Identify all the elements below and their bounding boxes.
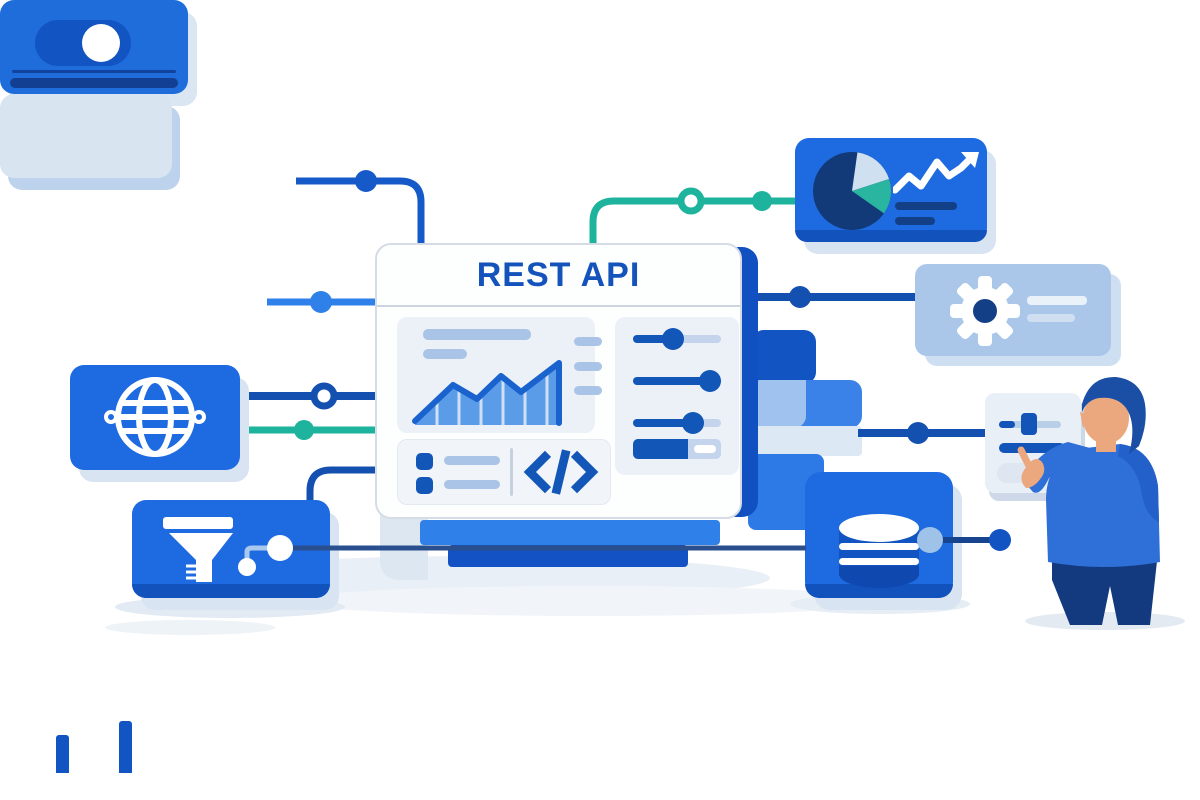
- gear-icon: [950, 276, 1020, 346]
- mini-slider-knob: [1021, 413, 1037, 435]
- area-chart-card: [397, 317, 595, 433]
- connector-dot: [752, 191, 772, 211]
- bar: [35, 749, 48, 773]
- connector-dot: [789, 286, 811, 308]
- connector-ring-dot: [677, 187, 705, 215]
- bar-chart-band: [10, 78, 178, 88]
- area-chart-icon: [412, 360, 562, 426]
- stack-slab-light: [748, 426, 862, 456]
- text-line-placeholder: [574, 337, 602, 346]
- list-bullet: [416, 477, 433, 494]
- ground-shadow-database: [790, 594, 970, 614]
- ground-shadow-center-2: [290, 586, 890, 616]
- connector-dot: [355, 170, 377, 192]
- person-hair: [1082, 376, 1146, 454]
- panel-base-slab-1: [420, 520, 720, 545]
- text-line-placeholder: [423, 329, 531, 340]
- text-line-placeholder: [444, 456, 500, 465]
- connector-ring-dot: [310, 382, 338, 410]
- rest-api-panel: REST API: [375, 243, 742, 519]
- text-line-placeholder: [1027, 314, 1075, 322]
- progress-bar: [633, 439, 721, 459]
- toggle-knob: [82, 24, 120, 62]
- person-head: [1083, 392, 1129, 444]
- person-torso: [1046, 444, 1160, 567]
- connector-dot: [989, 529, 1011, 551]
- divider: [510, 448, 513, 496]
- slider-knob: [681, 412, 704, 434]
- toggle-card: [0, 20, 172, 178]
- connector-dot: [238, 558, 256, 576]
- person-pants: [1052, 552, 1158, 625]
- code-icon: [523, 449, 599, 495]
- slider-knob: [661, 328, 684, 350]
- person-neck: [1096, 436, 1116, 452]
- globe-card: [70, 365, 240, 470]
- bar: [77, 725, 90, 773]
- connector-dot: [917, 527, 943, 553]
- connector-dot: [294, 420, 314, 440]
- stack-slab-dark: [752, 330, 816, 384]
- text-line-placeholder: [895, 202, 957, 210]
- toggle-icon: [35, 20, 131, 66]
- gear-card: [915, 264, 1111, 356]
- person-hood: [1118, 444, 1159, 522]
- pie-chart-icon: [813, 152, 891, 230]
- ground-shadow-left: [105, 620, 275, 635]
- bar: [119, 721, 132, 773]
- list-bullet: [416, 453, 433, 470]
- bar: [140, 713, 153, 773]
- panel-title: REST API: [476, 255, 641, 294]
- code-card: [397, 439, 611, 505]
- bar-chart-icon: [35, 713, 153, 773]
- slider-knob: [699, 370, 722, 392]
- text-line-placeholder: [574, 362, 602, 371]
- progress-pill: [693, 445, 716, 453]
- text-line-placeholder: [444, 480, 500, 489]
- bar: [56, 735, 69, 773]
- person-nose: [1080, 412, 1090, 428]
- connector-dot: [267, 535, 293, 561]
- pie-chart-card: [795, 138, 987, 242]
- funnel-card-edge: [132, 584, 330, 598]
- person-finger: [1017, 446, 1033, 470]
- bar: [98, 739, 111, 773]
- database-icon: [839, 514, 919, 588]
- person-arm: [1024, 442, 1090, 493]
- text-line-placeholder: [574, 386, 602, 395]
- slider: [633, 328, 721, 350]
- text-line-placeholder: [895, 217, 935, 225]
- panel-header: REST API: [377, 245, 740, 307]
- text-line-placeholder: [423, 349, 467, 359]
- sliders-card: [615, 317, 739, 475]
- connector-dot: [907, 422, 929, 444]
- connector-dot: [310, 291, 332, 313]
- trend-line-icon: [893, 152, 979, 194]
- bar-chart-baseline: [12, 70, 176, 73]
- text-line-placeholder: [1027, 296, 1087, 305]
- slider: [633, 370, 722, 392]
- progress-fill: [633, 439, 688, 459]
- funnel-icon: [163, 517, 233, 582]
- ground-shadow-funnel: [115, 596, 345, 618]
- slider: [633, 412, 721, 434]
- database-card-edge: [805, 584, 953, 598]
- pie-card-edge: [795, 230, 987, 242]
- globe-icon: [104, 377, 206, 457]
- bar-chart-card: [0, 0, 188, 773]
